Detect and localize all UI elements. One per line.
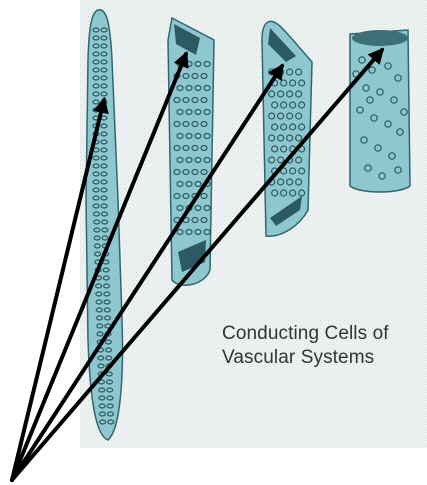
caption-line-1: Conducting Cells of [222,322,427,346]
caption-line-2: Vascular Systems [222,346,427,370]
vessel-element-cell [262,21,312,236]
tracheid-cell [168,18,214,285]
diagram-caption: Conducting Cells of Vascular Systems [222,322,427,370]
